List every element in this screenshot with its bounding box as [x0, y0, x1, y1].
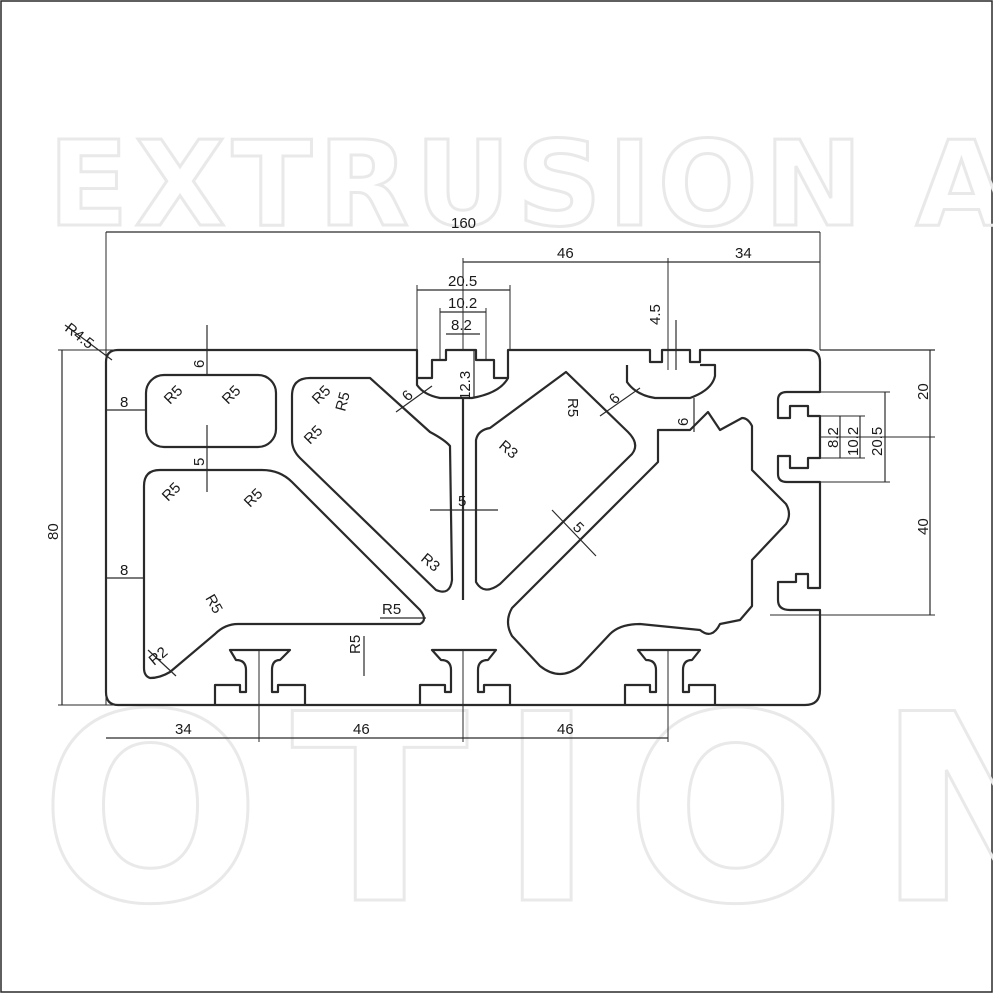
label-40-right: 40 [915, 518, 932, 535]
cavity-upper-triangle [290, 376, 454, 593]
label-r5-k: R5 [347, 635, 364, 654]
label-r5-j: R5 [382, 601, 401, 618]
label-5-web: 5 [458, 493, 466, 510]
label-46-bottom-a: 46 [353, 721, 370, 738]
label-10-2-top: 10.2 [448, 295, 477, 312]
label-r5-f: R5 [159, 479, 185, 505]
label-r5-b: R5 [219, 382, 245, 408]
top-slot-right-inner [625, 363, 717, 400]
label-8-upper: 8 [120, 394, 128, 411]
cavity-upper-left [144, 373, 278, 449]
leader-r4-5 [64, 324, 113, 361]
top-slot-left-inner [415, 377, 509, 400]
dim-5-diag-line [551, 509, 597, 557]
label-20-right: 20 [915, 383, 932, 400]
label-6-diag-left: 6 [399, 387, 417, 405]
label-46-bottom-b: 46 [557, 721, 574, 738]
bottom-slot-1 [213, 648, 307, 705]
label-80: 80 [45, 523, 62, 540]
label-12-3: 12.3 [457, 371, 474, 400]
label-6-right: 6 [675, 418, 692, 426]
leader-r2 [147, 649, 177, 677]
label-r5-e: R5 [301, 422, 327, 448]
label-r3-a: R3 [495, 437, 521, 462]
label-r5-a: R5 [161, 382, 187, 408]
label-r5-d: R5 [332, 390, 353, 413]
cavity-lower-left [142, 468, 426, 680]
label-8-2-right: 8.2 [825, 427, 842, 448]
bottom-slot-3 [623, 648, 717, 705]
label-r5-c: R5 [309, 382, 335, 408]
label-46-top: 46 [557, 245, 574, 262]
bottom-slot-2 [418, 648, 512, 705]
dim-6-diag-left-line [395, 385, 433, 413]
label-20-5-top: 20.5 [448, 273, 477, 290]
label-10-2-right: 10.2 [845, 427, 862, 456]
label-20-5-right: 20.5 [869, 427, 886, 456]
label-160: 160 [451, 215, 476, 232]
watermark-bottom: OTION [40, 660, 993, 962]
label-34-bottom: 34 [175, 721, 192, 738]
label-r4-5: R4.5 [62, 320, 97, 353]
cavity-right-triangle [474, 370, 637, 591]
label-8-lower: 8 [120, 562, 128, 579]
label-6-diag-right: 6 [606, 390, 624, 408]
dim-6-diag-right-line [599, 387, 641, 417]
label-r5-g: R5 [241, 485, 267, 511]
label-5-mid: 5 [191, 458, 208, 466]
label-6-upper: 6 [191, 360, 208, 368]
label-r3-b: R3 [417, 550, 443, 575]
label-34-top: 34 [735, 245, 752, 262]
watermark-top: EXTRUSION AND [48, 115, 993, 253]
label-8-2-top: 8.2 [451, 317, 472, 334]
label-4-5: 4.5 [647, 304, 664, 325]
label-r5-i: R5 [202, 592, 226, 617]
cavity-star [506, 410, 791, 676]
label-r5-h: R5 [564, 398, 581, 417]
